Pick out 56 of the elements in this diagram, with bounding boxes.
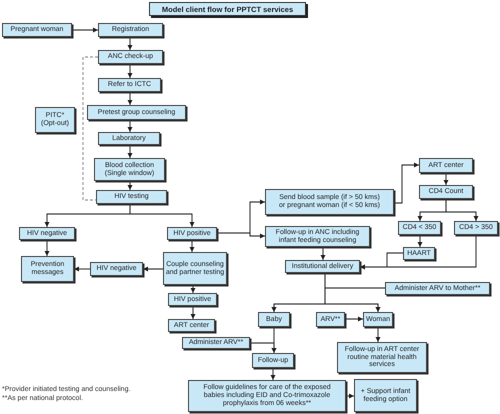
process-box: [90, 262, 143, 276]
arrow: [394, 162, 420, 204]
process-box: [87, 105, 186, 120]
process-box: [21, 256, 74, 282]
arrow: [376, 326, 380, 342]
process-box: [98, 78, 161, 92]
arrow: [128, 180, 132, 190]
process-box: [419, 158, 473, 173]
process-box: [188, 380, 346, 412]
process-box: [354, 379, 417, 412]
arrow: [190, 306, 196, 320]
process-box: [265, 189, 394, 215]
arrow: [142, 266, 164, 272]
arrow: [130, 204, 194, 228]
arrow: [190, 284, 196, 294]
arrow: [128, 92, 132, 106]
process-box: [252, 353, 294, 368]
process-box: [167, 227, 217, 240]
process-box: [182, 337, 250, 349]
process-box: [94, 158, 165, 181]
process-box: [363, 312, 393, 327]
process-box: [265, 226, 370, 247]
process-box: [168, 293, 217, 306]
process-box: [398, 221, 441, 235]
process-box: [98, 132, 160, 145]
arrow: [44, 240, 50, 256]
arrow: [346, 394, 354, 398]
arrow: [324, 288, 386, 312]
process-box: [19, 227, 75, 240]
process-box: [96, 190, 167, 204]
arrow: [360, 234, 476, 270]
process-box: [454, 221, 498, 235]
arrow: [74, 266, 90, 272]
process-box: [98, 23, 163, 37]
arrow: [250, 342, 276, 354]
arrow: [128, 36, 132, 50]
process-box: [419, 185, 473, 199]
arrow: [216, 232, 266, 238]
process-box: [316, 312, 345, 327]
process-box: [285, 260, 360, 273]
process-box: [98, 50, 163, 64]
process-box: [403, 247, 435, 260]
process-box: [337, 342, 427, 373]
arrow: [320, 246, 326, 260]
process-box: [385, 282, 490, 295]
process-box: [2, 23, 72, 37]
arrow: [128, 144, 132, 158]
process-box: [35, 107, 75, 133]
process-box: [258, 312, 290, 327]
process-box: [168, 319, 215, 332]
arrow: [446, 198, 478, 222]
process-box: [163, 252, 227, 285]
arrow: [344, 316, 364, 322]
arrow: [72, 28, 98, 32]
arrow: [128, 64, 132, 78]
dashed-connector: [82, 56, 98, 200]
